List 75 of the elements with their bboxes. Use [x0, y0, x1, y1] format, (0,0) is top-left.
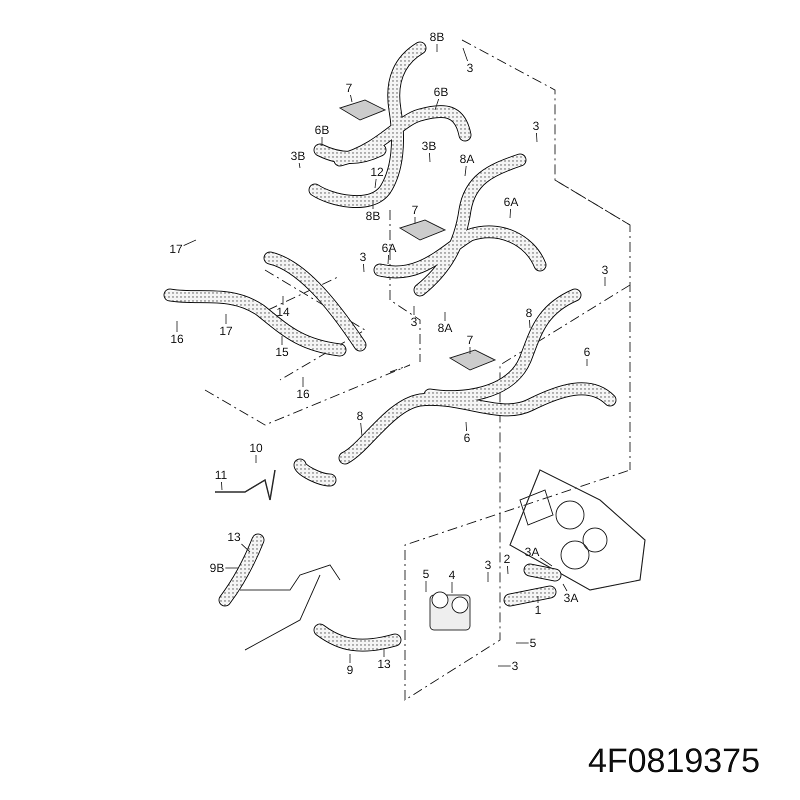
part-number: 4F0819375: [588, 742, 760, 781]
leader-line: [298, 162, 300, 168]
leader-line: [562, 584, 568, 592]
leader-line: [241, 544, 250, 552]
callout-number: 9B: [208, 561, 226, 575]
leader-line: [536, 132, 538, 142]
callout-number: 8: [524, 306, 534, 320]
callout-number: 16: [169, 332, 185, 346]
callout-number: 6: [582, 345, 592, 359]
leader-line: [466, 422, 468, 432]
leader-line: [350, 94, 352, 102]
callout-number: 6A: [380, 241, 398, 255]
callout-number: 1: [534, 603, 542, 617]
leader-line: [363, 264, 364, 272]
leader-line: [176, 320, 178, 332]
leader-line: [388, 254, 390, 264]
callout-number: 8: [356, 409, 364, 423]
callout-number: 3: [410, 315, 418, 329]
leader-line: [507, 566, 508, 574]
callout-number: 17: [168, 242, 184, 256]
callout-number: 5: [422, 567, 430, 581]
callout-number: 6B: [314, 123, 330, 137]
callout-number: 7: [466, 333, 474, 347]
callout-number: 13: [226, 530, 242, 544]
leader-line: [516, 642, 530, 644]
leader-line: [414, 216, 416, 224]
callout-number: 15: [274, 345, 290, 359]
callout-number: 9: [346, 663, 354, 677]
leader-line: [604, 276, 606, 286]
callout-number: 17: [218, 324, 234, 338]
callout-number: 8B: [428, 30, 446, 44]
leader-line: [282, 296, 284, 306]
callout-number: 8B: [364, 209, 382, 223]
leader-line: [540, 557, 552, 566]
callout-number: 3: [510, 659, 520, 673]
callout-number: 6A: [502, 195, 520, 209]
callout-number: 11: [214, 468, 228, 482]
callout-number: 3B: [420, 139, 438, 153]
leader-line: [586, 358, 588, 366]
leader-line: [464, 166, 467, 176]
leader-line: [374, 178, 377, 188]
callout-number: 3A: [562, 591, 580, 605]
callout-number: 12: [369, 165, 385, 179]
callout-number: 5: [528, 636, 538, 650]
leader-line: [429, 152, 430, 162]
callout-number: 3: [600, 263, 610, 277]
callout-number: 3A: [524, 545, 540, 559]
callout-number: 3B: [290, 149, 306, 163]
leader-line: [360, 422, 362, 436]
callout-number: 10: [248, 441, 264, 455]
callout-number: 4: [448, 568, 456, 582]
callout-number: 7: [410, 203, 420, 217]
callout-number: 6B: [432, 85, 450, 99]
leader-line: [510, 208, 512, 218]
callout-number: 8A: [436, 321, 454, 335]
leader-line: [183, 240, 196, 246]
callout-number: 2: [502, 552, 512, 566]
leader-line: [372, 200, 374, 210]
leader-line: [221, 482, 222, 490]
callout-number: 16: [295, 387, 311, 401]
callout-number: 3: [466, 61, 474, 75]
callout-number: 6: [462, 431, 472, 445]
callout-number: 13: [376, 657, 392, 671]
leader-line: [529, 320, 530, 328]
callout-number: 8A: [458, 152, 476, 166]
callout-number: 7: [344, 81, 354, 95]
leader-line: [444, 312, 446, 322]
leader-line: [462, 48, 468, 62]
callout-number: 14: [275, 305, 291, 319]
leader-line: [436, 44, 438, 52]
leader-line: [302, 376, 304, 388]
leader-line: [434, 98, 440, 110]
callout-number: 3: [358, 250, 368, 264]
callout-number: 3: [532, 119, 540, 133]
callout-number: 3: [484, 558, 492, 572]
